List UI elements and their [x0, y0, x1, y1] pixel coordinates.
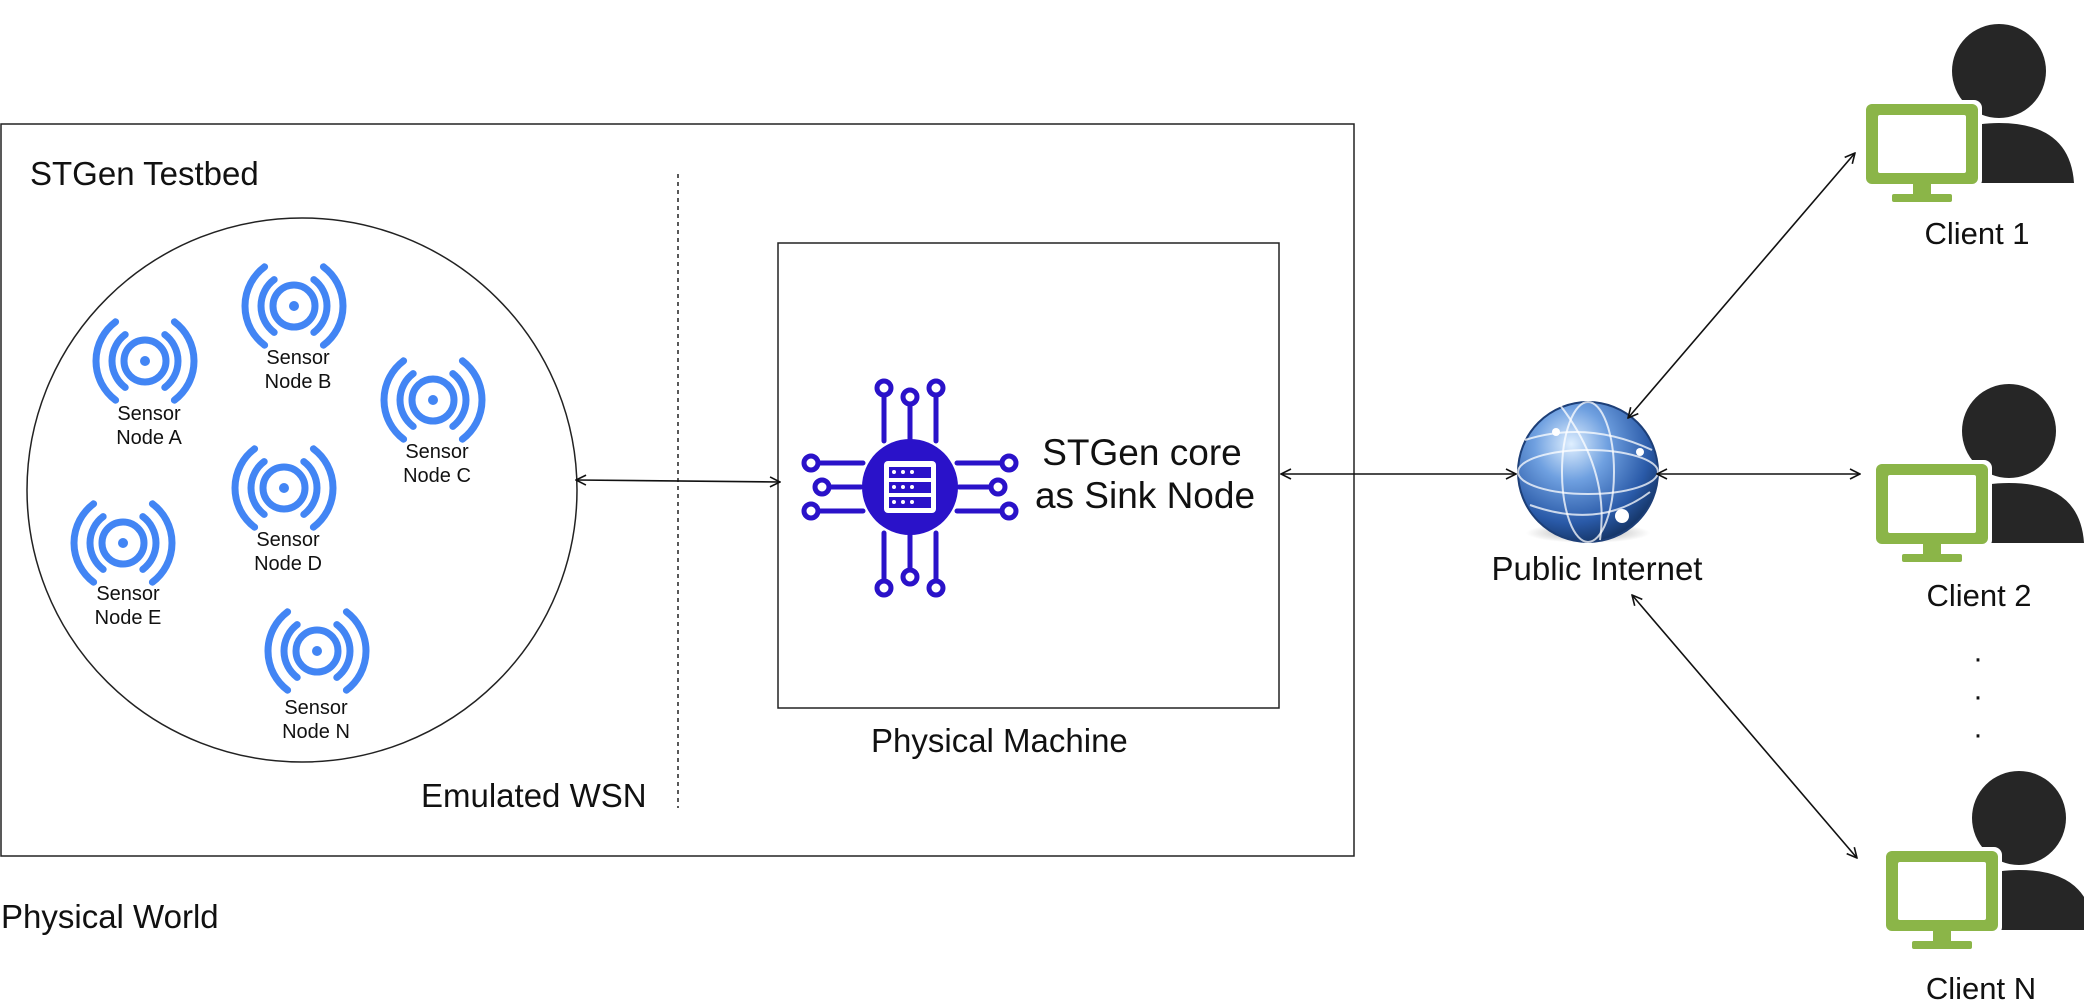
client-1: Client 2	[1872, 384, 2084, 613]
clients: Client 1 Client 2 Client N	[1862, 24, 2084, 1001]
internet-to-clientN-arrow	[1632, 595, 1857, 858]
core-label-line1: STGen core	[1042, 432, 1241, 473]
client-label: Client 1	[1924, 216, 2029, 251]
wsn-to-core-arrow	[576, 480, 780, 482]
user-computer-icon	[1882, 771, 2084, 949]
sensor-label-line1: Sensor	[117, 403, 181, 425]
sensor-label-line1: Sensor	[96, 583, 160, 605]
ellipsis-dot-2: ·	[1973, 680, 1983, 713]
sensor-label-line2: Node E	[95, 607, 162, 629]
client-label: Client N	[1926, 971, 2036, 1001]
sensor-label-line2: Node B	[265, 371, 332, 393]
internet-to-client1-arrow	[1628, 153, 1855, 418]
client-0: Client 1	[1862, 24, 2074, 251]
testbed-box	[0, 123, 1355, 857]
wireless-sensor-icon	[70, 500, 176, 586]
sensor-label-line2: Node D	[254, 553, 322, 575]
physical-machine-label: Physical Machine	[871, 722, 1128, 759]
wireless-sensor-icon	[92, 318, 198, 404]
client-label: Client 2	[1926, 578, 2031, 613]
ellipsis-dot-1: ·	[1973, 642, 1983, 675]
server-chip-icon	[801, 378, 1019, 598]
emulated-wsn-label: Emulated WSN	[421, 777, 647, 814]
sensor-label-line2: Node N	[282, 721, 350, 743]
user-computer-icon	[1862, 24, 2074, 202]
wireless-sensor-icon	[231, 445, 337, 531]
sensor-label-line1: Sensor	[256, 529, 320, 551]
client-2: Client N	[1882, 771, 2084, 1001]
wsn-circle	[26, 217, 578, 763]
sensor-label-line1: Sensor	[266, 347, 330, 369]
testbed-title: STGen Testbed	[30, 155, 259, 192]
sensor-label-line1: Sensor	[405, 441, 469, 463]
wireless-sensor-icon	[380, 357, 486, 443]
ellipsis-dot-3: ·	[1973, 718, 1983, 751]
physical-world-label: Physical World	[1, 898, 219, 935]
wireless-sensor-icon	[241, 263, 347, 349]
internet-label: Public Internet	[1492, 550, 1703, 587]
user-computer-icon	[1872, 384, 2084, 562]
sensor-label-line2: Node A	[116, 427, 182, 449]
globe-icon	[1517, 401, 1659, 543]
sensor-label-line2: Node C	[403, 465, 471, 487]
sensor-label-line1: Sensor	[284, 697, 348, 719]
core-label-line2: as Sink Node	[1035, 475, 1255, 516]
wireless-sensor-icon	[264, 608, 370, 694]
